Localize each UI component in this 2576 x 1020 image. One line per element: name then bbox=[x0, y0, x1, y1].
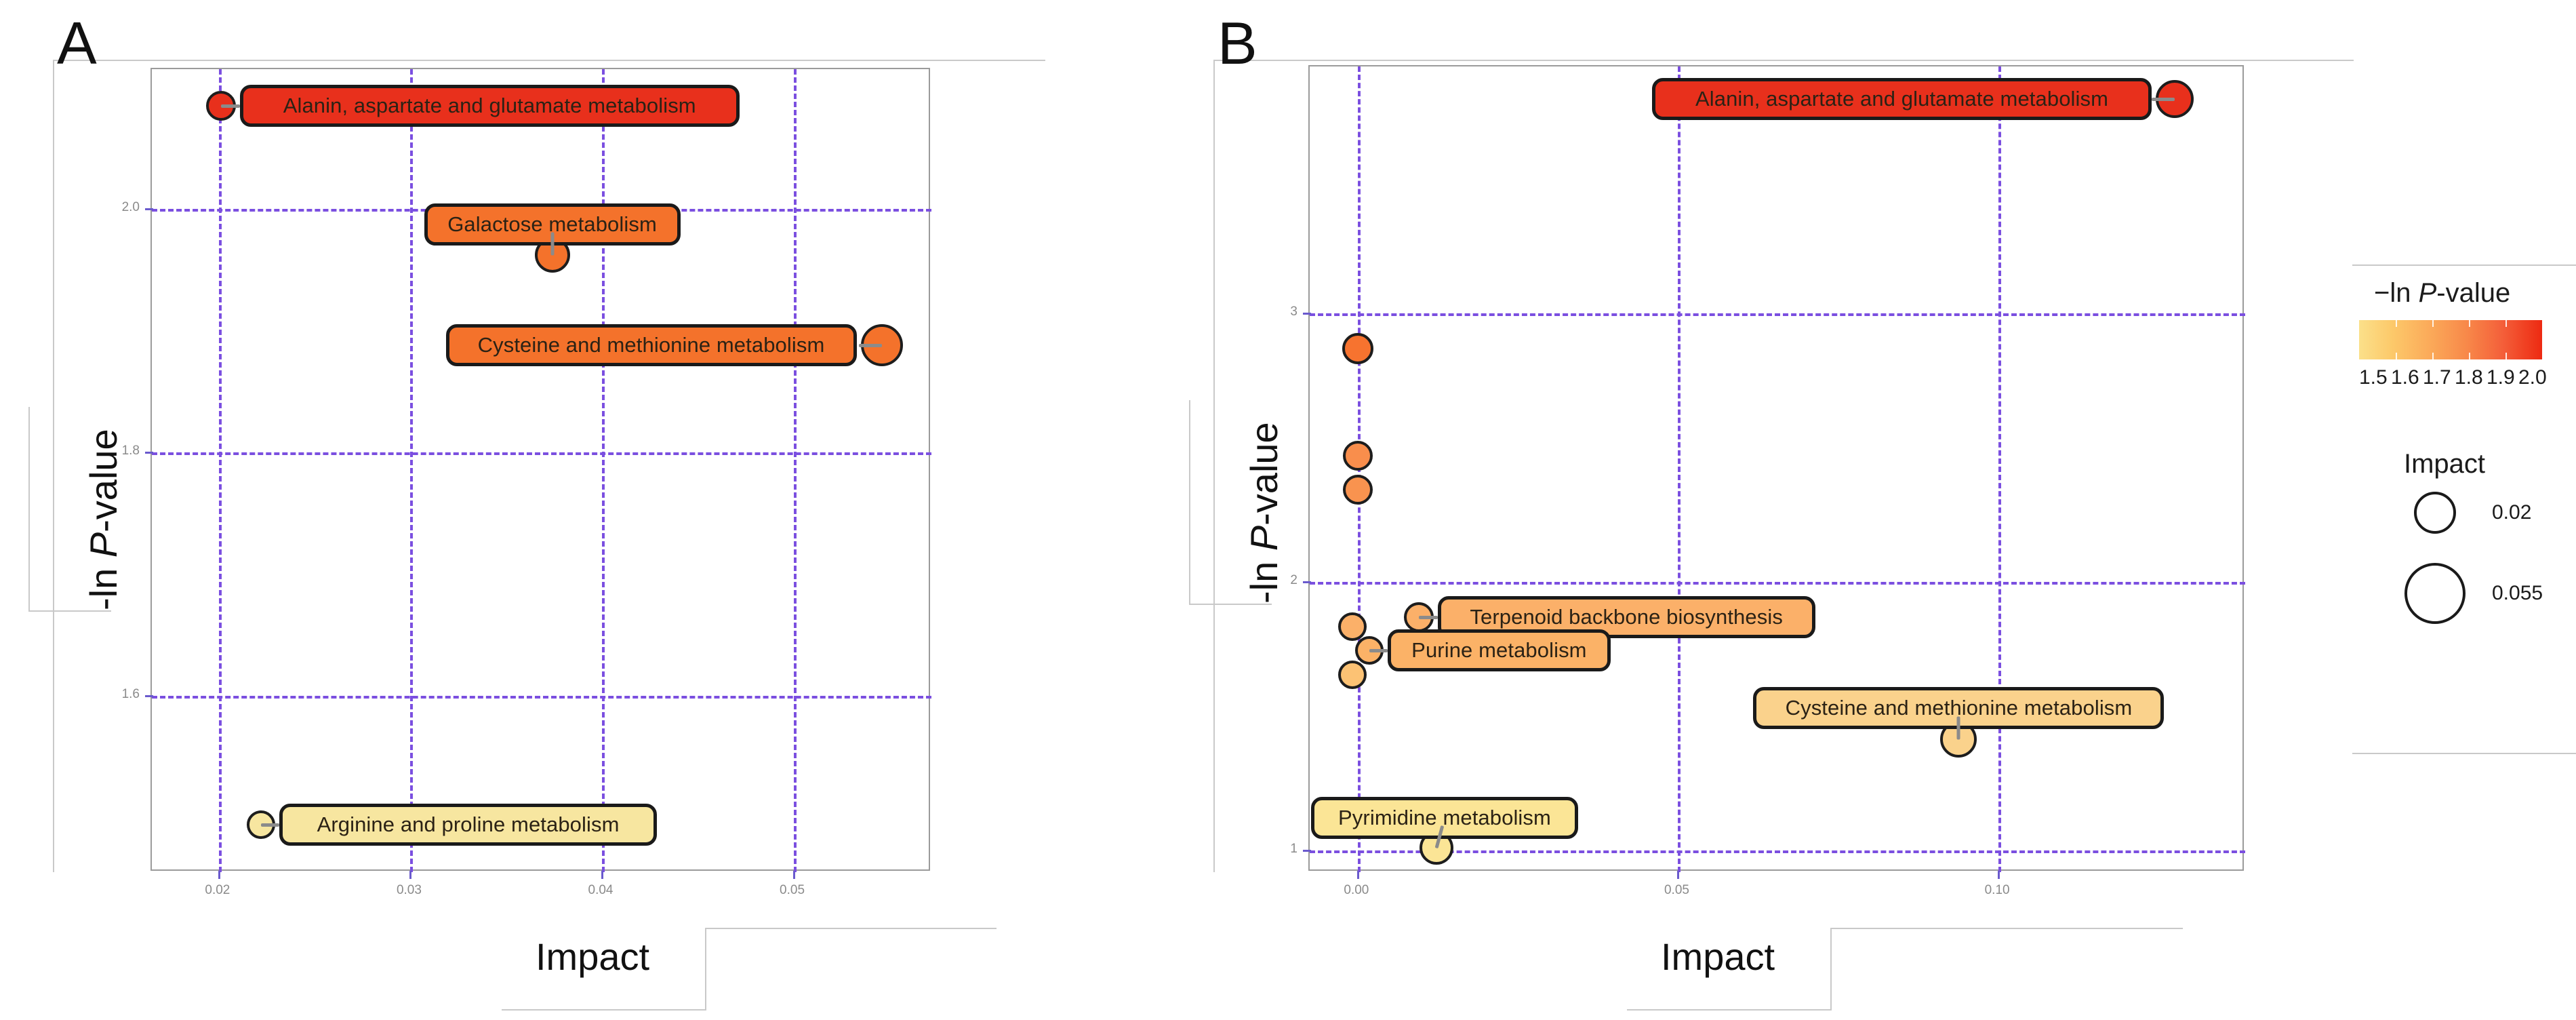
panel-a-x-axis-title: Impact bbox=[536, 935, 650, 978]
label-leader-line bbox=[858, 344, 882, 348]
size-legend-circle bbox=[2414, 492, 2456, 534]
gridline-vertical bbox=[793, 69, 797, 872]
x-axis-tick-label: 0.05 bbox=[1664, 883, 1689, 897]
gridline-horizontal bbox=[1310, 313, 2245, 317]
pathway-label-callout[interactable]: Arginine and proline metabolism bbox=[279, 804, 658, 846]
legend-colorbar-ticks bbox=[2359, 320, 2542, 359]
y-axis-tick-label: 1.8 bbox=[121, 444, 140, 458]
label-leader-line bbox=[2152, 97, 2175, 101]
data-point-bubble[interactable] bbox=[1342, 441, 1373, 471]
pathway-label-callout[interactable]: Cysteine and methionine metabolism bbox=[445, 324, 857, 367]
x-axis-tick bbox=[601, 871, 603, 879]
label-leader-line bbox=[550, 232, 555, 256]
y-axis-tick-label: 3 bbox=[1290, 305, 1297, 319]
label-leader-line bbox=[261, 823, 280, 827]
colorbar-tick-label: 1.8 bbox=[2455, 366, 2483, 389]
panel-a-plot-area: Alanin, aspartate and glutamate metaboli… bbox=[145, 68, 931, 879]
pathway-label-callout[interactable]: Pyrimidine metabolism bbox=[1311, 797, 1578, 840]
x-axis-tick bbox=[409, 871, 412, 879]
panel-a-letter: A bbox=[57, 9, 97, 77]
gridline-horizontal bbox=[152, 695, 931, 699]
x-axis-tick-label: 0.02 bbox=[205, 883, 230, 897]
colorbar-tick-label: 2.0 bbox=[2518, 366, 2547, 389]
gridline-horizontal bbox=[152, 452, 931, 456]
colorbar-tick-label: 1.6 bbox=[2391, 366, 2419, 389]
gridline-vertical bbox=[218, 69, 222, 872]
y-axis-tick bbox=[1303, 313, 1311, 315]
gridline-vertical bbox=[1998, 66, 2002, 872]
pathway-label-callout[interactable]: Terpenoid backbone biosynthesis bbox=[1437, 595, 1815, 638]
gridline-vertical bbox=[410, 69, 414, 872]
x-axis-tick-label: 0.03 bbox=[396, 883, 422, 897]
x-axis-tick-label: 0.04 bbox=[588, 883, 613, 897]
y-axis-tick bbox=[145, 452, 153, 454]
legend-colorbar bbox=[2359, 320, 2542, 359]
y-axis-tick-label: 2.0 bbox=[121, 200, 140, 215]
y-axis-tick bbox=[145, 208, 153, 211]
y-axis-tick bbox=[1303, 581, 1311, 584]
x-axis-tick bbox=[218, 871, 220, 879]
legend-size-title: Impact bbox=[2404, 449, 2486, 479]
panel-b-plot-area: Alanin, aspartate and glutamate metaboli… bbox=[1303, 65, 2245, 879]
size-legend-circle bbox=[2404, 563, 2466, 624]
x-axis-tick-label: 0.00 bbox=[1344, 883, 1369, 897]
x-axis-tick-label: 0.10 bbox=[1984, 883, 2010, 897]
panel-b-letter: B bbox=[1217, 9, 1257, 77]
label-leader-line bbox=[1956, 716, 1960, 740]
data-point-bubble[interactable] bbox=[1338, 612, 1367, 641]
y-axis-tick-label: 2 bbox=[1290, 573, 1297, 588]
gridline-vertical bbox=[1678, 66, 1681, 872]
y-axis-tick bbox=[1303, 850, 1311, 852]
colorbar-tick-label: 1.5 bbox=[2359, 366, 2388, 389]
gridline-vertical bbox=[602, 69, 605, 872]
y-axis-tick-label: 1.6 bbox=[121, 686, 140, 701]
y-axis-tick-label: 1 bbox=[1290, 842, 1297, 857]
pathway-label-callout[interactable]: Alanin, aspartate and glutamate metaboli… bbox=[239, 84, 740, 127]
pathway-label-callout[interactable]: Purine metabolism bbox=[1387, 629, 1611, 672]
legend-size-items: 0.02 0.055 bbox=[2359, 486, 2562, 642]
size-legend-label: 0.02 bbox=[2492, 501, 2532, 524]
label-leader-line bbox=[220, 104, 240, 108]
x-axis-tick bbox=[1998, 871, 2000, 879]
panel-b-xlabel-frame-right bbox=[1830, 928, 2183, 1011]
panel-a-xlabel-frame-right bbox=[705, 928, 997, 1011]
label-leader-line bbox=[1418, 615, 1438, 619]
gridline-horizontal bbox=[1310, 582, 2245, 585]
x-axis-tick-label: 0.05 bbox=[780, 883, 805, 897]
x-axis-tick bbox=[1677, 871, 1680, 879]
x-axis-tick bbox=[1356, 871, 1359, 879]
pathway-label-callout[interactable]: Alanin, aspartate and glutamate metaboli… bbox=[1652, 77, 2152, 120]
data-point-bubble[interactable] bbox=[1342, 332, 1373, 364]
colorbar-tick-label: 1.9 bbox=[2487, 366, 2515, 389]
size-legend-label: 0.055 bbox=[2492, 582, 2543, 604]
data-point-bubble[interactable] bbox=[1342, 474, 1373, 505]
y-axis-tick bbox=[145, 694, 153, 697]
label-leader-line bbox=[1369, 649, 1388, 653]
data-point-bubble[interactable] bbox=[1338, 660, 1367, 689]
panel-b-x-axis-title: Impact bbox=[1661, 935, 1775, 978]
x-axis-tick bbox=[792, 871, 795, 879]
colorbar-tick-label: 1.7 bbox=[2423, 366, 2451, 389]
legend-colorbar-title: −ln P-value bbox=[2374, 278, 2511, 308]
